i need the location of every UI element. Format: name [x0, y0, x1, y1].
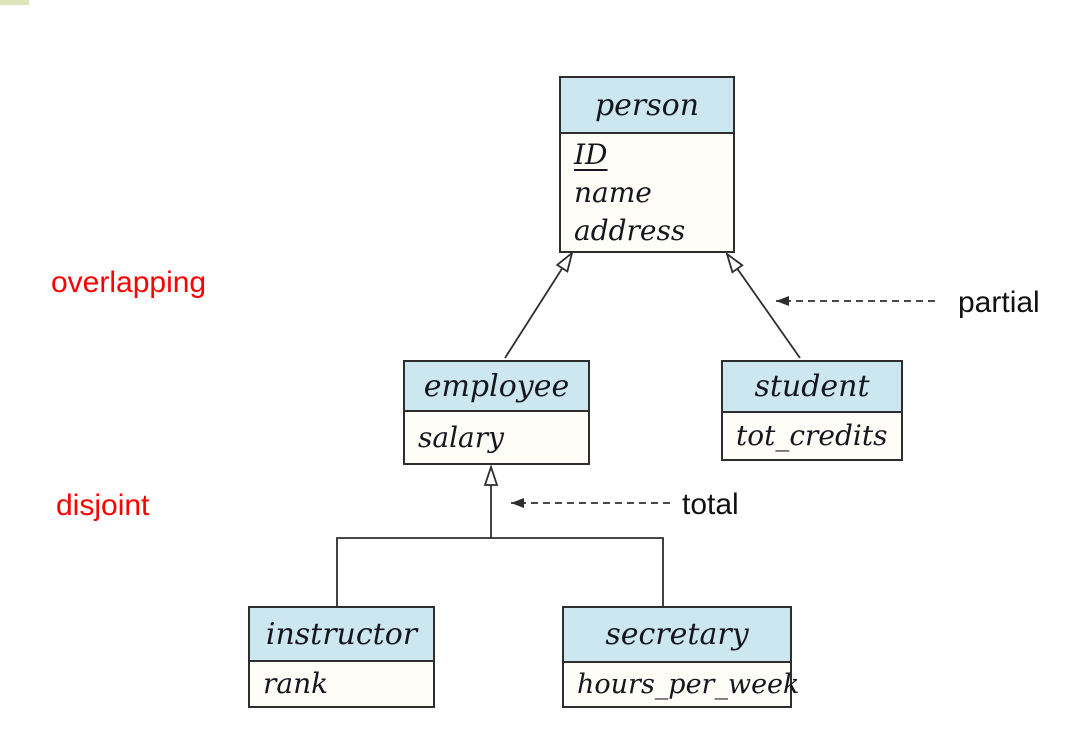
hierarchy-connector — [336, 537, 664, 607]
entity-instructor-attributes: rank — [250, 662, 433, 706]
label-total: total — [682, 488, 739, 521]
label-overlapping: overlapping — [51, 266, 207, 299]
entity-student-attributes: tot_credits — [723, 413, 901, 459]
entity-instructor: instructor rank — [248, 606, 435, 708]
entity-employee-attributes: salary — [405, 412, 588, 463]
entity-employee-title: employee — [405, 362, 588, 412]
entity-person: person ID name address — [559, 76, 735, 253]
attribute-rank: rank — [263, 667, 329, 700]
isa-line-employee-person — [504, 253, 572, 359]
entity-instructor-title: instructor — [250, 608, 433, 662]
label-disjoint: disjoint — [56, 489, 150, 522]
attribute-name: name — [574, 175, 652, 209]
label-partial: partial — [958, 286, 1040, 319]
attribute-id: ID — [574, 137, 608, 171]
entity-secretary-attributes: hours_per_week — [564, 663, 800, 706]
attribute-address: address — [574, 213, 686, 247]
attribute-hours-per-week: hours_per_week — [577, 668, 800, 700]
attribute-salary: salary — [418, 420, 504, 454]
entity-student-title: student — [723, 362, 901, 413]
isa-line-student-person — [727, 254, 801, 359]
entity-student: student tot_credits — [721, 360, 903, 461]
entity-secretary: secretary hours_per_week — [562, 606, 800, 708]
attribute-tot-credits: tot_credits — [736, 419, 888, 452]
entity-person-title: person — [561, 78, 733, 134]
entity-person-attributes: ID name address — [561, 134, 733, 251]
corner-artifact — [0, 0, 29, 5]
entity-employee: employee salary — [403, 360, 590, 465]
entity-secretary-title: secretary — [564, 608, 790, 663]
